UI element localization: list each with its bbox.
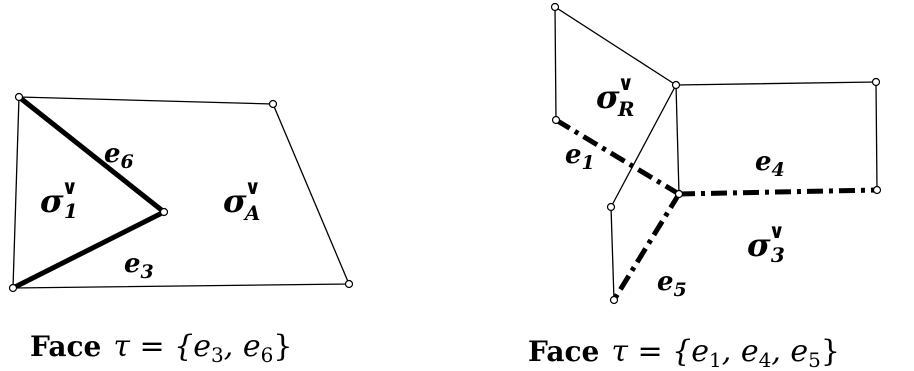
label-e1: e1 [565, 140, 595, 174]
vertex [14, 92, 24, 102]
edge-e1 [554, 117, 681, 197]
edge-e6 [17, 95, 166, 214]
vertex [606, 202, 616, 212]
right-center-edge [675, 84, 680, 195]
vertex [551, 115, 561, 125]
vertex [872, 185, 882, 195]
vertex [871, 77, 881, 87]
vertex [674, 189, 684, 199]
right-diagonal-edge [610, 84, 677, 208]
label-sigma-1: σ∨1 [40, 175, 78, 223]
vertex [550, 2, 560, 12]
vertex [8, 283, 18, 293]
right-lower-edge [610, 206, 615, 301]
vertex [609, 295, 619, 305]
vertex [344, 279, 354, 289]
label-e5: e5 [657, 267, 687, 301]
label-sigma-r: σ∨R [596, 71, 634, 121]
label-sigma-a: σ∨A [223, 175, 261, 225]
label-e3: e3 [124, 249, 154, 283]
label-e6: e6 [104, 139, 134, 173]
edge-e3 [11, 209, 166, 291]
vertex [159, 207, 169, 217]
vertex [268, 99, 278, 109]
edge-e5 [611, 192, 682, 302]
edge-e4 [678, 187, 878, 197]
label-e4: e4 [755, 147, 785, 181]
label-sigma-3: σ∨3 [747, 219, 785, 267]
vertex [671, 80, 681, 90]
